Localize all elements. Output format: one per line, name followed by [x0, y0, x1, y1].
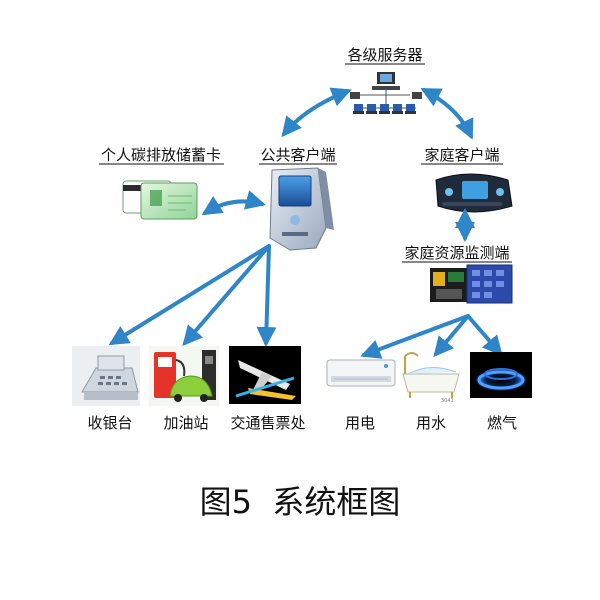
monitor-panels-icon — [430, 264, 513, 304]
card-icon — [122, 180, 198, 220]
gas-station-label: 加油站 — [163, 414, 208, 432]
cashier-label: 收银台 — [87, 414, 132, 432]
server-network-icon — [350, 72, 422, 114]
air-conditioner-icon — [326, 359, 396, 387]
bathtub-code: 3041 — [441, 398, 454, 404]
cashier-terminal: 收银台 — [72, 346, 140, 432]
servers-label: 各级服务器 — [347, 46, 422, 64]
public-client-label: 公共客户端 — [260, 146, 335, 164]
home-client-label: 家庭客户端 — [424, 146, 499, 164]
connector-arrows — [108, 87, 503, 359]
servers-node: 各级服务器 — [345, 46, 425, 114]
gas-flame-icon — [470, 352, 532, 398]
gas-label: 燃气 — [487, 414, 517, 432]
arrow-monitor-water — [433, 314, 470, 358]
arrow-server-public — [281, 87, 352, 138]
water-label: 用水 — [416, 414, 446, 432]
ticket-office-label: 交通售票处 — [230, 414, 305, 432]
arrow-monitor-gas — [466, 314, 503, 357]
arrow-public-ticket — [256, 244, 277, 347]
electricity-terminal: 用电 — [326, 359, 396, 432]
arrow-server-home — [420, 88, 474, 140]
water-terminal: 3041 用水 — [402, 352, 460, 432]
public-client-node: 公共客户端 — [259, 146, 337, 251]
gas-terminal: 燃气 — [470, 352, 532, 432]
arrow-monitor-electricity — [360, 314, 470, 359]
home-client-node: 家庭客户端 — [421, 146, 513, 213]
home-device-icon — [435, 173, 513, 213]
electricity-label: 用电 — [345, 414, 375, 432]
home-monitor-label: 家庭资源监测端 — [404, 244, 509, 262]
fuel-pump-icon — [149, 346, 219, 406]
figure-caption: 图5 系统框图 — [200, 483, 401, 521]
bathtub-icon: 3041 — [402, 352, 460, 404]
home-monitor-node: 家庭资源监测端 — [402, 244, 513, 304]
transport-ticket-icon — [229, 346, 301, 404]
arrow-public-gas-station — [182, 244, 271, 347]
carbon-card-node: 个人碳排放储蓄卡 — [99, 146, 224, 220]
arrow-public-cashier — [108, 244, 271, 346]
carbon-card-label: 个人碳排放储蓄卡 — [101, 146, 221, 164]
kiosk-icon — [269, 167, 334, 251]
gas-station-terminal: 加油站 — [149, 346, 219, 432]
cash-register-icon — [72, 346, 140, 406]
ticket-office-terminal: 交通售票处 — [229, 346, 306, 432]
arrow-card-public — [201, 190, 266, 216]
